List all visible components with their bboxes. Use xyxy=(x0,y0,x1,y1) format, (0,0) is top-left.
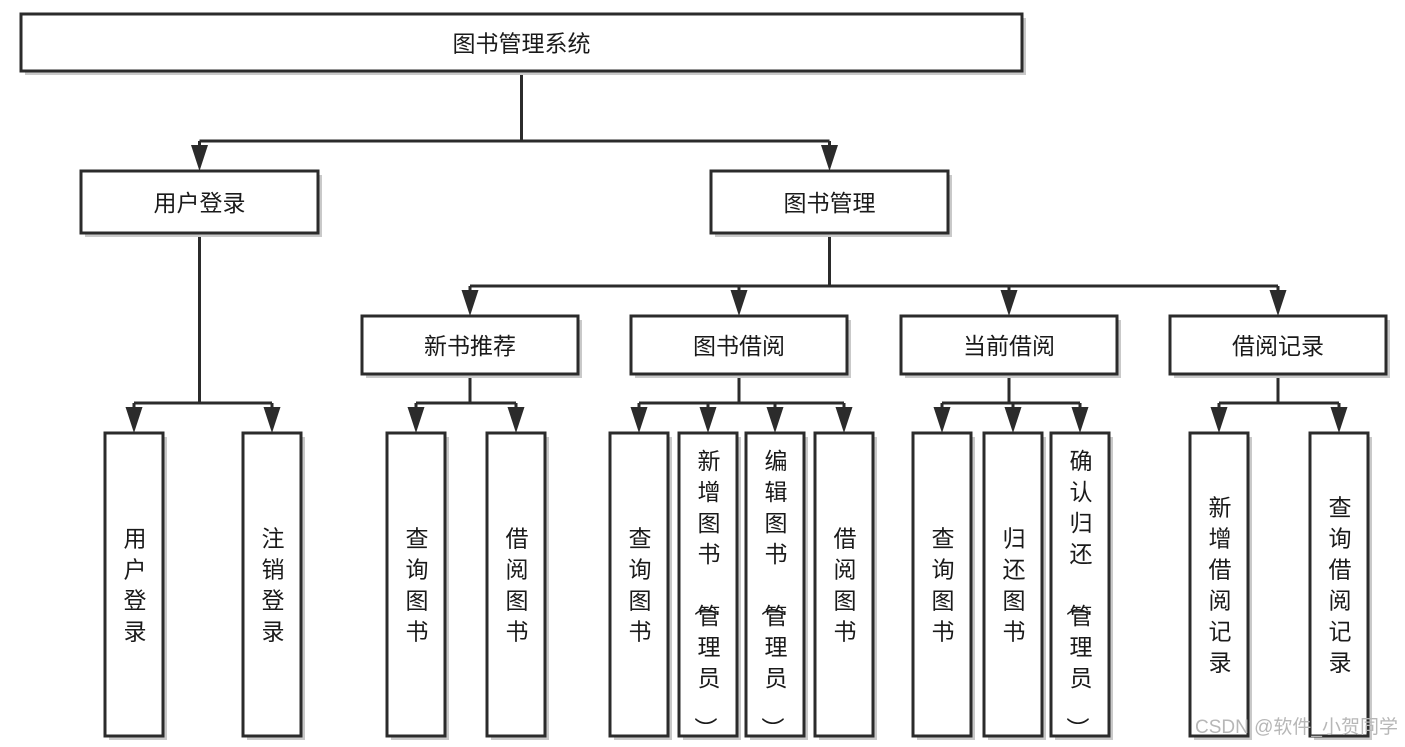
node-box[interactable] xyxy=(241,431,303,738)
node-box[interactable] xyxy=(982,431,1044,738)
node-l4-borrow-book-b[interactable]: 借阅图书 xyxy=(813,431,877,740)
node-label: 编辑图书（管理员） xyxy=(760,448,788,740)
watermark-label: CSDN @软件_小贺同学 xyxy=(1195,716,1398,738)
node-l4-confirm-return[interactable]: 确认归还（管理员） xyxy=(1049,431,1113,740)
node-root[interactable]: 图书管理系统 xyxy=(19,12,1026,75)
node-label: 确认归还（管理员） xyxy=(1065,448,1093,740)
node-l3-new-book-rec[interactable]: 新书推荐 xyxy=(360,314,582,378)
node-box[interactable] xyxy=(385,431,447,738)
node-l4-add-record[interactable]: 新增借阅记录 xyxy=(1188,431,1252,740)
node-label: 用户登录 xyxy=(154,190,246,216)
node-box[interactable] xyxy=(1049,431,1111,738)
node-label: 当前借阅 xyxy=(963,333,1055,359)
node-l4-logout[interactable]: 注销登录 xyxy=(241,431,305,740)
node-layer: 图书管理系统用户登录图书管理新书推荐图书借阅当前借阅借阅记录用户登录注销登录查询… xyxy=(19,12,1390,740)
node-box[interactable] xyxy=(813,431,875,738)
node-l4-query-book-b[interactable]: 查询图书 xyxy=(608,431,672,740)
node-l4-query-book-c[interactable]: 查询图书 xyxy=(911,431,975,740)
node-l4-query-book-a[interactable]: 查询图书 xyxy=(385,431,449,740)
node-box[interactable] xyxy=(744,431,806,738)
node-label: 查询借阅记录 xyxy=(1329,495,1352,676)
node-label: 图书管理 xyxy=(784,190,876,216)
node-label: 用户登录 xyxy=(124,526,147,645)
node-l2-user-login[interactable]: 用户登录 xyxy=(79,169,322,237)
node-label: 借阅图书 xyxy=(834,526,857,645)
node-l4-user-login[interactable]: 用户登录 xyxy=(103,431,167,740)
edge-layer xyxy=(125,71,1348,433)
node-label: 新增图书（管理员） xyxy=(693,448,721,740)
node-label: 新增借阅记录 xyxy=(1209,495,1232,676)
node-l4-query-record[interactable]: 查询借阅记录 xyxy=(1308,431,1372,740)
node-box[interactable] xyxy=(899,314,1119,376)
node-box[interactable] xyxy=(103,431,165,738)
node-label: 查询图书 xyxy=(932,526,955,645)
node-l2-book-manage[interactable]: 图书管理 xyxy=(709,169,952,237)
node-box[interactable] xyxy=(360,314,580,376)
node-l3-current-loan[interactable]: 当前借阅 xyxy=(899,314,1121,378)
node-box[interactable] xyxy=(485,431,547,738)
node-l3-loan-record[interactable]: 借阅记录 xyxy=(1168,314,1390,378)
node-box[interactable] xyxy=(709,169,950,235)
node-box[interactable] xyxy=(1168,314,1388,376)
node-label: 注销登录 xyxy=(262,526,285,645)
node-box[interactable] xyxy=(79,169,320,235)
node-label: 借阅记录 xyxy=(1232,333,1324,359)
node-l4-borrow-book-a[interactable]: 借阅图书 xyxy=(485,431,549,740)
node-l4-edit-book-admin[interactable]: 编辑图书（管理员） xyxy=(744,431,808,740)
node-label: 查询图书 xyxy=(406,526,429,645)
node-box[interactable] xyxy=(911,431,973,738)
node-label: 图书管理系统 xyxy=(453,31,591,57)
node-label: 归还图书 xyxy=(1003,526,1026,645)
node-label: 借阅图书 xyxy=(506,526,529,645)
node-label: 查询图书 xyxy=(629,526,652,645)
node-box[interactable] xyxy=(19,12,1024,73)
node-l4-add-book-admin[interactable]: 新增图书（管理员） xyxy=(677,431,741,740)
node-box[interactable] xyxy=(608,431,670,738)
node-box[interactable] xyxy=(1308,431,1370,738)
node-label: 图书借阅 xyxy=(693,333,785,359)
node-l4-return-book[interactable]: 归还图书 xyxy=(982,431,1046,740)
node-l3-book-borrow[interactable]: 图书借阅 xyxy=(629,314,851,378)
node-box[interactable] xyxy=(629,314,849,376)
node-label: 新书推荐 xyxy=(424,333,516,359)
node-box[interactable] xyxy=(677,431,739,738)
node-box[interactable] xyxy=(1188,431,1250,738)
